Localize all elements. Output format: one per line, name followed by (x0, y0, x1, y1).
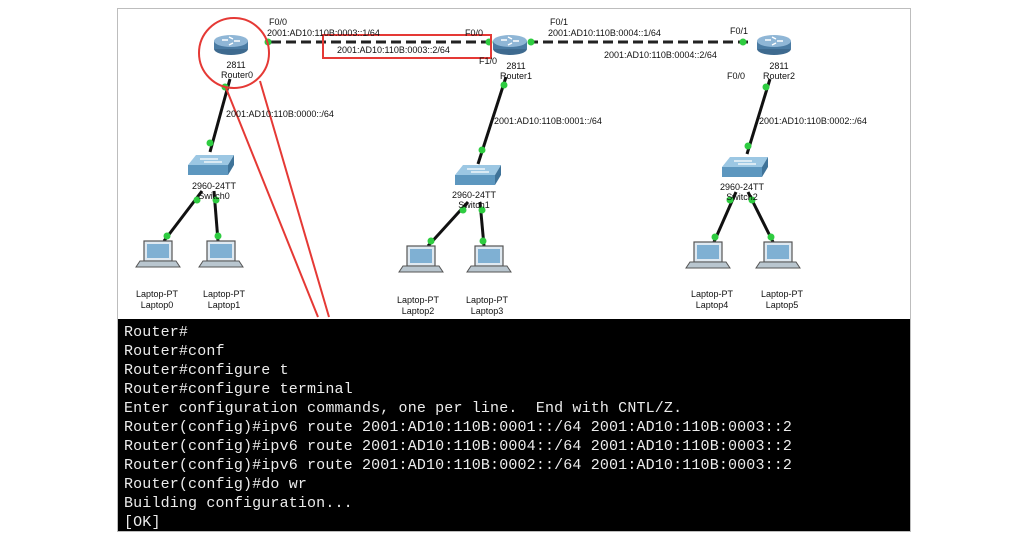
address-label: 2001:AD10:110B:0004::1/64 (548, 28, 661, 38)
switch0-name: Switch0 (198, 191, 230, 201)
router1-name: Router1 (499, 71, 533, 81)
address-label: 2001:AD10:110B:0000::/64 (226, 109, 334, 119)
laptop5-name: Laptop5 (765, 300, 799, 310)
address-label: 2001:AD10:110B:0003::1/64 (267, 28, 380, 38)
interface-label: F0/0 (269, 17, 288, 27)
address-label: 2001:AD10:110B:0002::/64 (759, 116, 867, 126)
router-icon[interactable] (214, 35, 248, 55)
terminal-line: Building configuration... (124, 495, 353, 512)
interface-label: F0/1 (730, 26, 749, 36)
terminal-line: Router#conf (124, 343, 225, 360)
router0-model: 2811 (226, 60, 246, 70)
router0-name: Router0 (220, 70, 254, 80)
interface-label: F1/0 (479, 56, 498, 66)
laptop3-model: Laptop-PT (465, 295, 509, 305)
laptop1-name: Laptop1 (207, 300, 241, 310)
terminal-line: Router(config)#ipv6 route 2001:AD10:110B… (124, 457, 793, 474)
laptop-icon[interactable] (755, 241, 801, 269)
network-topology-canvas[interactable]: 2811 Router0 2811 Router1 2811 Router2 2… (118, 9, 910, 319)
topology-links (135, 17, 801, 318)
laptop4-model: Laptop-PT (690, 289, 734, 299)
screenshot-frame: 2811 Router0 2811 Router1 2811 Router2 2… (117, 8, 911, 532)
interface-label: F0/1 (550, 17, 569, 27)
interface-label: F0/0 (727, 71, 746, 81)
terminal-line: Router# (124, 324, 189, 341)
laptop5-model: Laptop-PT (760, 289, 804, 299)
switch-icon[interactable] (722, 157, 768, 177)
router-icon[interactable] (757, 35, 791, 55)
router2-name: Router2 (762, 71, 796, 81)
laptop3-name: Laptop3 (470, 306, 504, 316)
laptop-icon[interactable] (198, 240, 244, 268)
router-icon[interactable] (493, 35, 527, 55)
laptop2-name: Laptop2 (401, 306, 435, 316)
terminal-line: [OK] (124, 514, 161, 531)
switch1-name: Switch1 (458, 200, 490, 210)
cli-terminal[interactable]: Router# Router#conf Router#configure t R… (118, 319, 910, 531)
switch2-name: Switch2 (726, 192, 758, 202)
terminal-line: Router#configure terminal (124, 381, 353, 398)
laptop-icon[interactable] (398, 245, 444, 273)
laptop-icon[interactable] (685, 241, 731, 269)
router1-model: 2811 (506, 61, 526, 71)
switch-icon[interactable] (455, 165, 501, 185)
laptop-icon[interactable] (135, 240, 181, 268)
terminal-line: Router#configure t (124, 362, 289, 379)
laptop0-name: Laptop0 (140, 300, 174, 310)
link-router2-switch2[interactable] (745, 78, 772, 155)
terminal-line: Enter configuration commands, one per li… (124, 400, 683, 417)
terminal-line: Router(config)#do wr (124, 476, 308, 493)
switch-icon[interactable] (188, 155, 234, 175)
laptop0-model: Laptop-PT (135, 289, 179, 299)
terminal-line: Router(config)#ipv6 route 2001:AD10:110B… (124, 419, 793, 436)
laptop2-model: Laptop-PT (396, 295, 440, 305)
switch0-model: 2960-24TT (191, 181, 237, 191)
laptop4-name: Laptop4 (695, 300, 729, 310)
laptop-icon[interactable] (466, 245, 512, 273)
address-label: 2001:AD10:110B:0004::2/64 (604, 50, 717, 60)
switch2-model: 2960-24TT (719, 182, 765, 192)
address-label: 2001:AD10:110B:0001::/64 (494, 116, 602, 126)
laptop1-model: Laptop-PT (202, 289, 246, 299)
address-label: 2001:AD10:110B:0003::2/64 (337, 45, 450, 55)
router2-model: 2811 (769, 61, 789, 71)
highlight-annotation (198, 17, 492, 318)
switch1-model: 2960-24TT (451, 190, 497, 200)
link-status-dots (163, 38, 775, 245)
terminal-line: Router(config)#ipv6 route 2001:AD10:110B… (124, 438, 793, 455)
interface-label: F0/0 (465, 28, 484, 38)
